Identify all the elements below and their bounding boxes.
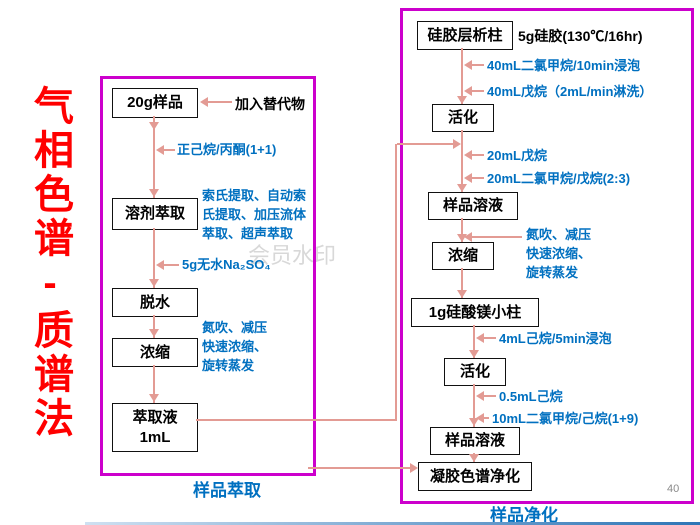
annotation-arrowhead-left [464,150,472,160]
annotation-arrow-line [484,417,489,419]
watermark: 会员水印 [248,243,337,268]
flow-line [473,384,475,427]
note-silica-eluent-1: 20mL戊烷 [487,148,547,163]
connector-arrowhead-right [453,139,461,149]
note-extraction-methods: 索氏提取、自动索 氏提取、加压流体 萃取、超声萃取 [202,188,307,241]
flow-arrowhead-down [149,189,159,197]
flow-line [461,218,463,242]
flow-line [153,228,155,288]
purification-section-label: 样品净化 [490,506,558,525]
annotation-arrowhead-left [464,60,472,70]
annotation-arrowhead-left [476,413,484,423]
annotation-arrowhead-left [476,391,484,401]
node-silica-sample-solution: 样品溶液 [428,192,518,220]
node-sample: 20g样品 [112,88,198,118]
note-silica-rinse: 40mL戊烷（2mL/min淋洗） [487,84,653,99]
bottom-accent-bar [85,522,700,525]
note-concentration-methods: 氮吹、减压 快速浓缩、 旋转蒸发 [202,320,268,373]
flow-arrowhead-down [149,329,159,337]
page-number: 40 [667,483,680,495]
note-solvent: 正己烷/丙酮(1+1) [177,142,277,157]
node-silica-column: 硅胶层析柱 [417,21,513,50]
node-silica-activation: 活化 [432,104,494,132]
node-florisil-sample-solution: 样品溶液 [430,427,520,455]
flow-arrowhead-down [457,234,467,242]
node-gpc: 凝胶色谱净化 [418,462,532,491]
annotation-arrowhead-left [464,86,472,96]
extraction-section-label: 样品萃取 [193,481,261,500]
note-florisil-soak: 4mL己烷/5min浸泡 [499,331,612,346]
annotation-arrow-line [472,154,484,156]
annotation-arrow-line [472,64,484,66]
flow-arrowhead-down [457,290,467,298]
annotation-arrow-line [164,264,179,266]
annotation-arrow-line [208,101,232,103]
flow-line [153,315,155,338]
flow-arrowhead-down [149,394,159,402]
flow-arrowhead-down [469,350,479,358]
annotation-arrowhead-left [464,173,472,183]
flow-line [461,268,463,298]
purification-panel [400,8,694,504]
connector-line [196,419,396,421]
annotation-arrowhead-left [156,145,164,155]
note-surrogate: 加入替代物 [235,96,305,112]
flow-line [153,116,155,198]
note-florisil-eluent-2: 10mL二氯甲烷/己烷(1+9) [492,411,639,426]
node-dehydration: 脱水 [112,288,198,317]
annotation-arrow-line [164,149,175,151]
extraction-panel [100,76,316,476]
flow-arrowhead-down [149,279,159,287]
note-silica-eluent-2: 20mL二氯甲烷/戊烷(2:3) [487,171,631,186]
annotation-arrowhead-left [464,232,472,242]
node-florisil-column: 1g硅酸镁小柱 [411,298,539,327]
node-silica-concentration: 浓缩 [432,242,494,270]
slide-title: 气相色谱-质谱法 [28,85,72,441]
connector-line [397,143,453,145]
flow-line [461,130,463,192]
annotation-arrow-line [472,236,522,238]
note-silica-soak: 40mL二氯甲烷/10min浸泡 [487,58,641,73]
note-silica-concentration-methods: 氮吹、减压 快速浓缩、 旋转蒸发 [526,227,592,280]
flow-line [473,325,475,358]
note-drying-agent: 5g无水Na₂SO₄ [182,257,271,272]
connector-line [395,144,397,421]
node-extract: 萃取液 1mL [112,403,198,452]
node-concentration: 浓缩 [112,338,198,367]
annotation-arrowhead-left [156,260,164,270]
connector-line [308,467,410,469]
flow-line [153,365,155,403]
flow-arrowhead-down [457,184,467,192]
node-florisil-activation: 活化 [444,358,506,386]
annotation-arrow-line [484,395,496,397]
note-florisil-eluent-1: 0.5mL己烷 [499,389,563,404]
node-solvent-extraction: 溶剂萃取 [112,198,198,230]
connector-arrowhead-right [410,463,418,473]
annotation-arrow-line [484,337,496,339]
note-silica-spec: 5g硅胶(130℃/16hr) [518,28,643,44]
flow-arrowhead-down [457,96,467,104]
annotation-arrowhead-left [200,97,208,107]
annotation-arrowhead-left [476,333,484,343]
annotation-arrow-line [472,90,484,92]
annotation-arrow-line [472,177,484,179]
flow-line [461,48,463,104]
flow-arrowhead-down [469,454,479,462]
flow-arrowhead-down [149,122,159,130]
flow-arrowhead-down [469,418,479,426]
